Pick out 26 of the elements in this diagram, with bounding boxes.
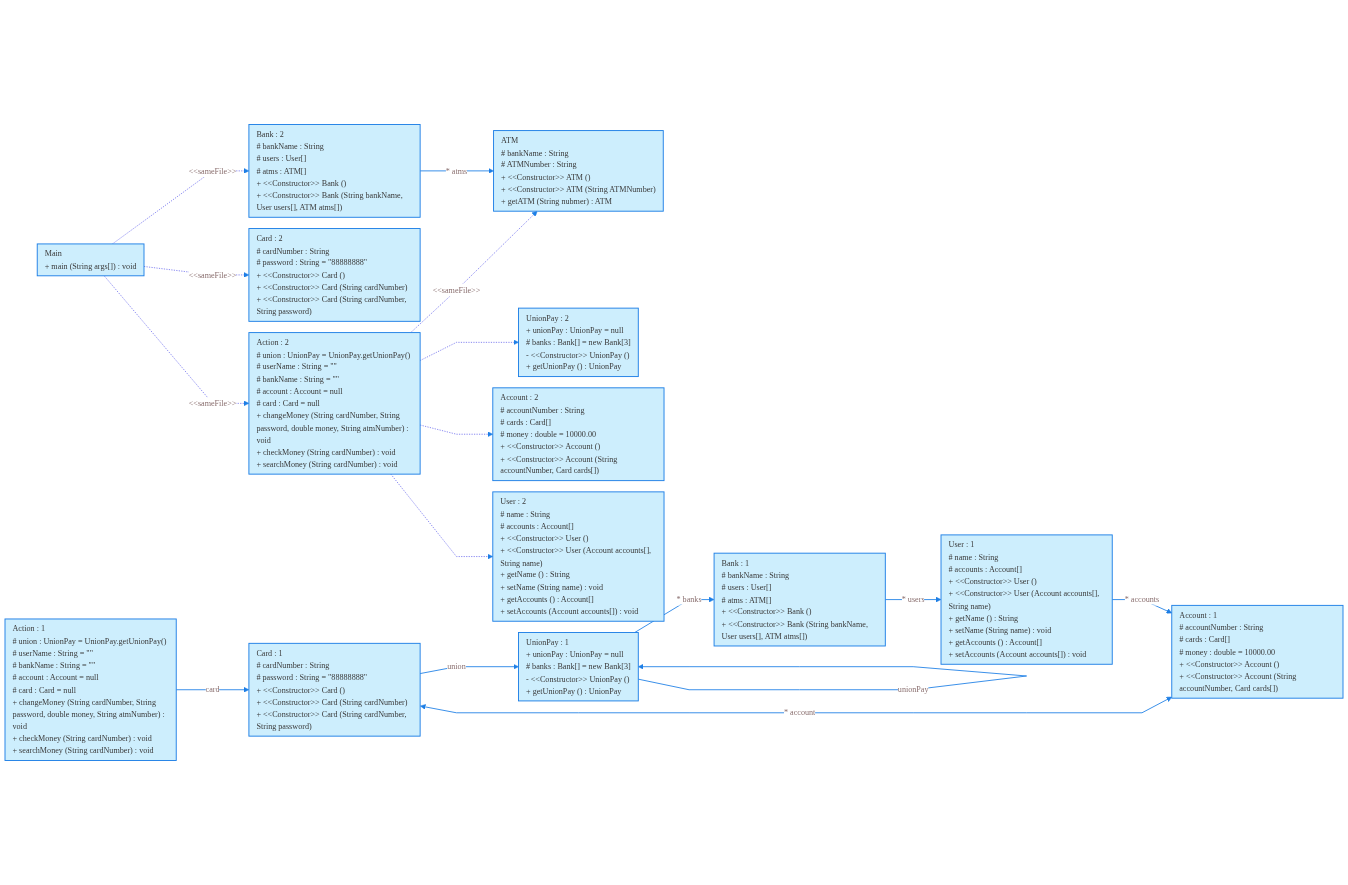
edge-label: * banks (676, 594, 702, 605)
edge-label: unionPay (897, 684, 929, 695)
node-box: Account : 2 # accountNumber : String # cards : Card[] # money : double = 10000.00 + <<Constructor>> Account () + <<Constructor>> Account (String accountNumber, Card cards[]) (492, 387, 665, 482)
edge-label: <<sameFile>> (188, 398, 237, 408)
node-box: Main + main (String args[]) : void (36, 243, 145, 277)
edge-label: * atms (445, 166, 468, 176)
node-box: Card : 2 # cardNumber : String # password : String = "88888888" + <<Constructor>> Card () + <<Constructor>> Card (String cardNumber) + <<Constructor>> Card (String cardNumber, String password) (248, 228, 421, 322)
node-box: User : 2 # name : String # accounts : Account[] + <<Constructor>> User () + <<Constructor>> User (Account accounts[], String name) + getName () : String + setName (String name) : void + getAccounts () : Account[] + setAccounts (Account accounts[]) : void (492, 491, 665, 622)
edge-label: * account (784, 707, 816, 718)
node-box: Bank : 1 # bankName : String # users : User[] # atms : ATM[] + <<Constructor>> Bank () + <<Constructor>> Bank (String bankName, User users[], ATM atms[]) (713, 552, 886, 647)
edge-label: union (447, 661, 466, 672)
node-box: Action : 1 # union : UnionPay = UnionPay.getUnionPay() # userName : String = "" # bankName : String = "" # account : Account = null # card : Card = null + changeMoney (String cardNumber, String password, double money, String atmNumber) : void + checkMoney (String cardNumber) : void + searchMoney (String cardNumber) : void (4, 618, 177, 761)
edge-label: <<sameFile>> (188, 270, 237, 280)
edge-label: * accounts (1124, 594, 1160, 605)
node-box: User : 1 # name : String # accounts : Account[] + <<Constructor>> User () + <<Constructor>> User (Account accounts[], String name) + getName () : String + setName (String name) : void + getAccounts () : Account[] + setAccounts (Account accounts[]) : void (940, 534, 1113, 665)
edge-label: <<sameFile>> (432, 285, 481, 295)
node-box: UnionPay : 2 + unionPay : UnionPay = null # banks : Bank[] = new Bank[3] - <<Constructor>> UnionPay () + getUnionPay () : UnionPay (518, 307, 639, 378)
node-box: Action : 2 # union : UnionPay = UnionPay.getUnionPay() # userName : String = "" # bankName : String = "" # account : Account = null # card : Card = null + changeMoney (String cardNumber, String password, double money, String atmNumber) : void + checkMoney (String cardNumber) : void + searchMoney (String cardNumber) : void (248, 332, 421, 475)
node-box: Account : 1 # accountNumber : String # cards : Card[] # money : double = 10000.00 + <<Constructor>> Account () + <<Constructor>> Account (String accountNumber, Card cards[]) (1171, 604, 1344, 699)
node-box: UnionPay : 1 + unionPay : UnionPay = null # banks : Bank[] = new Bank[3] - <<Constructor>> UnionPay () + getUnionPay () : UnionPay (518, 632, 639, 702)
edge-label: card (205, 684, 220, 695)
edge-label: * users (901, 594, 925, 605)
node-box: Card : 1 # cardNumber : String # password : String = "88888888" + <<Constructor>> Card () + <<Constructor>> Card (String cardNumber) + <<Constructor>> Card (String cardNumber, String password) (248, 642, 421, 737)
edge-label: <<sameFile>> (188, 166, 237, 176)
node-box: Bank : 2 # bankName : String # users : User[] # atms : ATM[] + <<Constructor>> Bank () + <<Constructor>> Bank (String bankName, User users[], ATM atms[]) (248, 124, 421, 218)
node-box: ATM # bankName : String # ATMNumber : String + <<Constructor>> ATM () + <<Constructor>> ATM (String ATMNumber) + getATM (String nubmer) : ATM (493, 130, 664, 212)
